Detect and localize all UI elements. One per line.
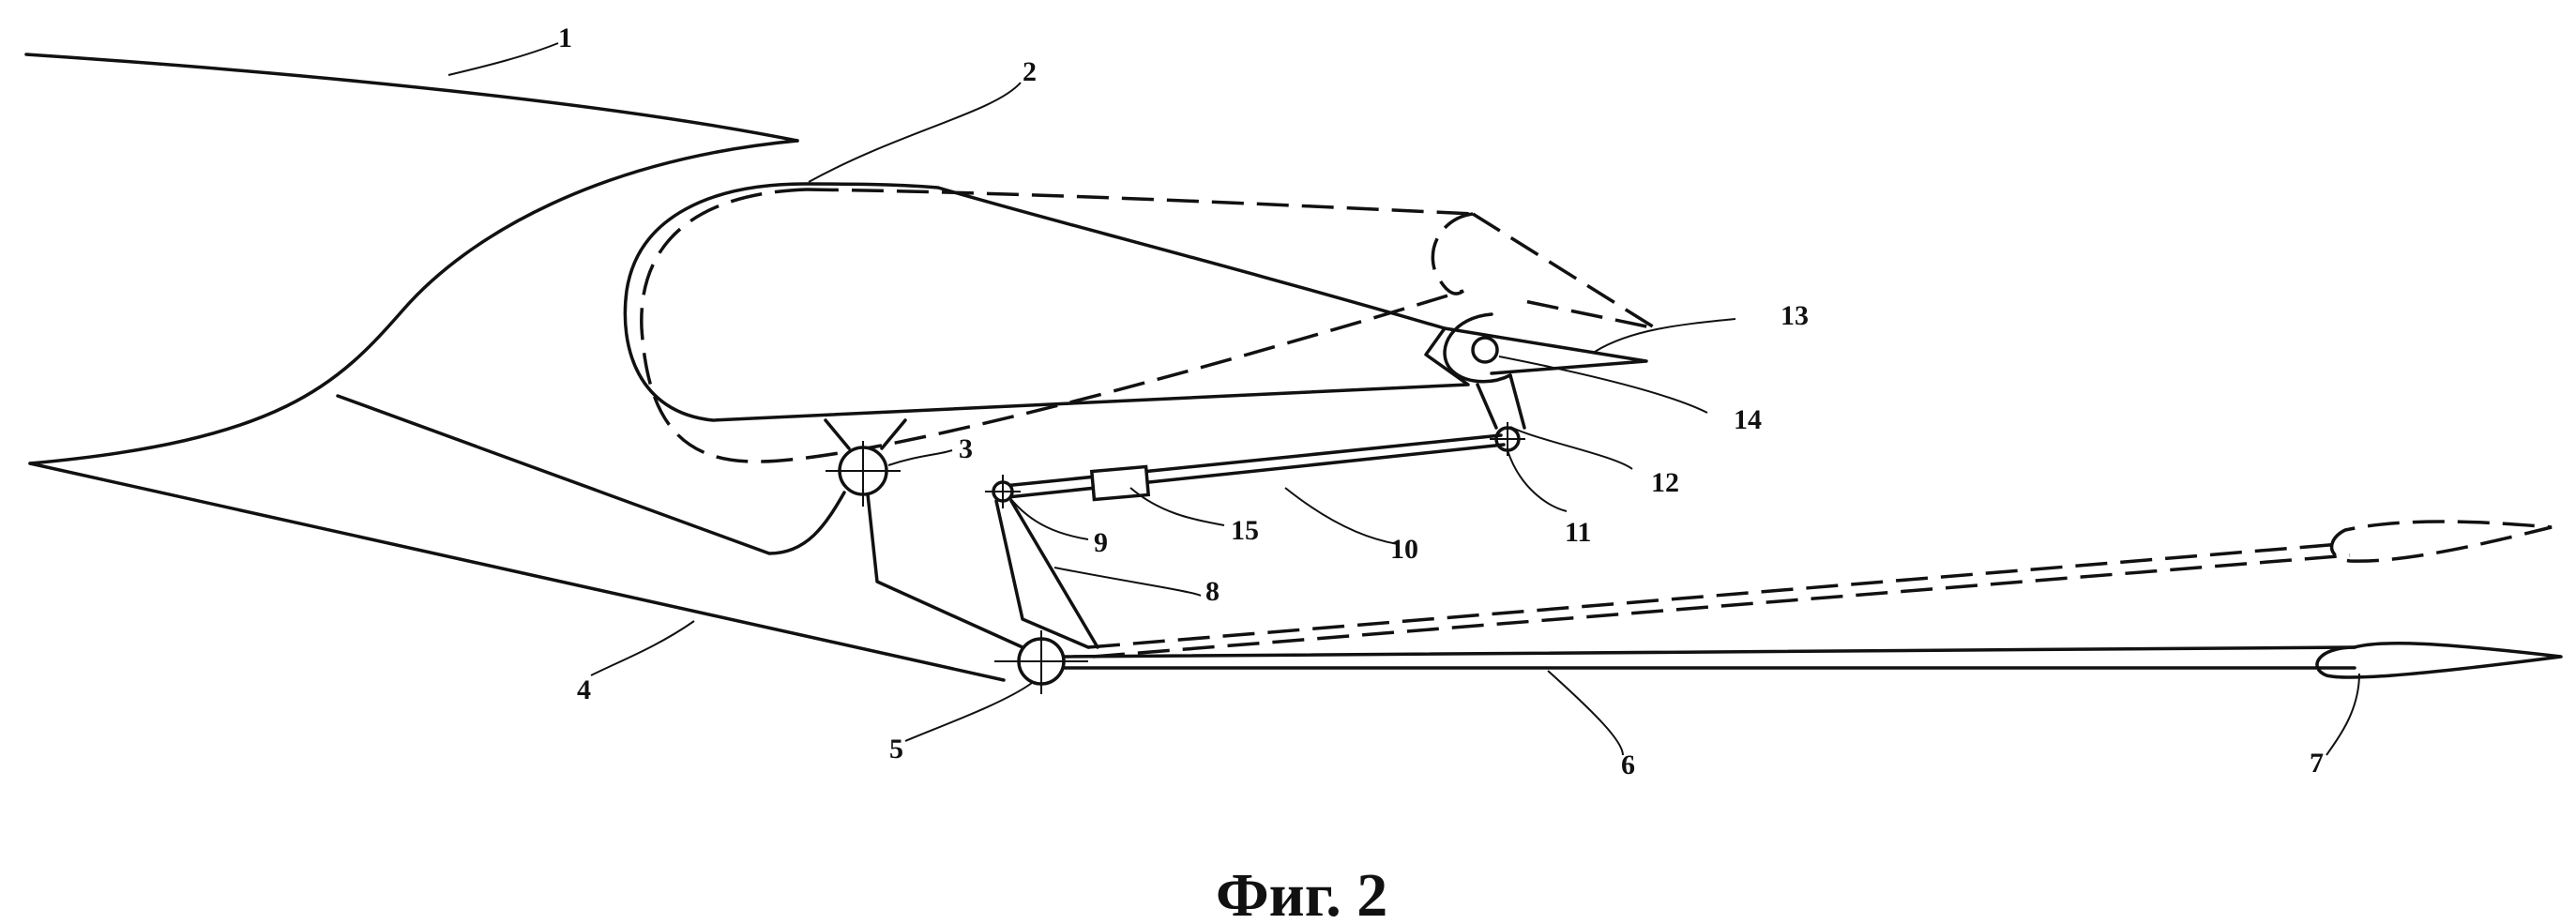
hinge-fitting (1443, 312, 1526, 430)
link-8 (994, 499, 1099, 649)
label-12: 12 (1651, 467, 1679, 498)
label-7: 7 (2310, 748, 2324, 779)
slat-extended (640, 188, 1657, 463)
slat-retracted (623, 182, 1648, 422)
label-1: 1 (558, 23, 572, 53)
label-3: 3 (959, 433, 973, 464)
label-11: 11 (1565, 517, 1591, 548)
label-5: 5 (889, 734, 903, 765)
label-2: 2 (1023, 56, 1037, 87)
label-10: 10 (1390, 534, 1418, 565)
joint-9 (985, 475, 1021, 508)
label-6: 6 (1621, 750, 1635, 780)
label-13: 13 (1780, 300, 1809, 331)
joint-14-circle (1471, 336, 1499, 364)
wing-lower-surface (28, 394, 1006, 682)
joint-3 (824, 418, 1024, 649)
rod-10 (1002, 433, 1506, 502)
figure-caption: Фиг. 2 (1216, 861, 1387, 924)
wing-upper-surface (24, 53, 799, 465)
label-4: 4 (577, 674, 591, 705)
joint-5 (994, 630, 1088, 694)
flap-retracted (1062, 641, 2563, 679)
label-14: 14 (1734, 404, 1762, 435)
flap-extended (1087, 520, 2553, 659)
label-8: 8 (1205, 576, 1220, 607)
part-labels: 1 2 3 4 5 6 7 8 9 10 11 12 13 14 15 (558, 23, 2324, 780)
label-15: 15 (1231, 515, 1259, 546)
leader-lines (447, 42, 2360, 756)
label-9: 9 (1094, 527, 1108, 558)
